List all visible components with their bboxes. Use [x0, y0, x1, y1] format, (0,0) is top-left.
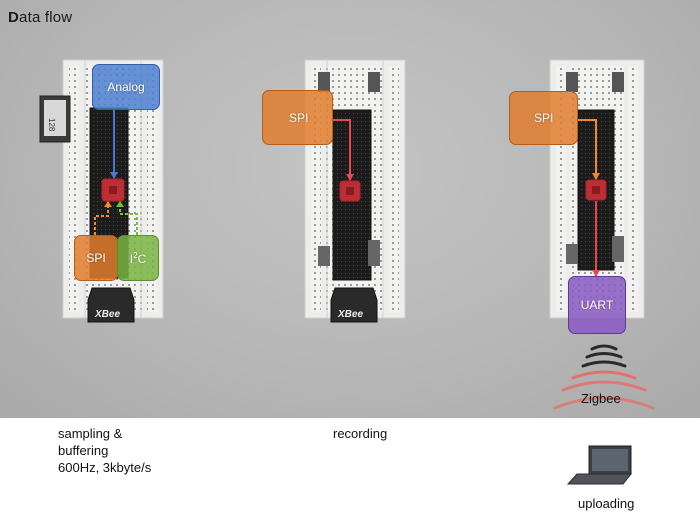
stage2-xbee-module: [330, 287, 378, 323]
stage1-xbee-label: XBee: [94, 309, 120, 320]
zigbee-label: Zigbee: [581, 391, 621, 406]
stage1-spi-box: SPI: [74, 235, 118, 281]
stage1-caption-line: buffering: [58, 443, 109, 458]
stage1-spi-label: SPI: [86, 251, 106, 265]
stage1-analog-box: Analog: [92, 64, 160, 110]
stage1-mcu-core: [109, 186, 117, 194]
stage2-spi-arrow: [346, 174, 354, 181]
stage1-i2c-box: I2C: [117, 235, 159, 281]
stage2-spi-label: SPI: [289, 110, 309, 125]
stage3-spi-label: SPI: [534, 111, 554, 125]
stage2-caption-line: recording: [333, 426, 388, 441]
stage2-spi-link: [333, 119, 351, 180]
stage1-xbee-module: [87, 287, 135, 323]
stage3-uart-box: UART: [568, 276, 626, 334]
stage1-analog-label: Analog: [107, 80, 145, 94]
stage1-i2c-label: I2C: [129, 250, 147, 266]
stage1-caption-line: sampling &: [58, 426, 123, 441]
stage3-spi-link: [578, 119, 597, 179]
stage1-sd-label: 128: [47, 118, 56, 132]
signal-waves-icon: [553, 344, 655, 410]
stage3-caption: uploading: [578, 495, 634, 512]
stage1-caption: sampling & buffering 600Hz, 3kbyte/s: [58, 425, 151, 476]
stage2-breadboard: [304, 59, 406, 319]
page-title: Data flow: [8, 9, 73, 26]
laptop-icon: [566, 445, 633, 485]
stage3-caption-line: uploading: [578, 496, 635, 511]
stage1-spi-arrow: [104, 201, 112, 207]
stage1-caption-line: 600Hz, 3kbyte/s: [58, 460, 152, 475]
stage2-mcu-core: [346, 187, 354, 195]
stage2-caption: recording: [333, 425, 387, 442]
stage3-spi-arrow: [592, 173, 600, 180]
stage2-xbee-label: XBee: [337, 309, 363, 320]
stage2-spi-box: SPI: [262, 90, 333, 145]
stage1-analog-arrow: [110, 172, 118, 179]
stage1-sd-card: [39, 95, 71, 143]
stage1-i2c-arrow: [116, 201, 124, 207]
stage1-spi-link: [94, 202, 109, 235]
stage3-mcu-core: [592, 186, 600, 194]
stage3-uart-arrow: [592, 270, 600, 277]
stage1-i2c-link: [119, 202, 138, 235]
stage3-uart-label: UART: [580, 298, 614, 312]
stage3-spi-box: SPI: [509, 91, 578, 145]
